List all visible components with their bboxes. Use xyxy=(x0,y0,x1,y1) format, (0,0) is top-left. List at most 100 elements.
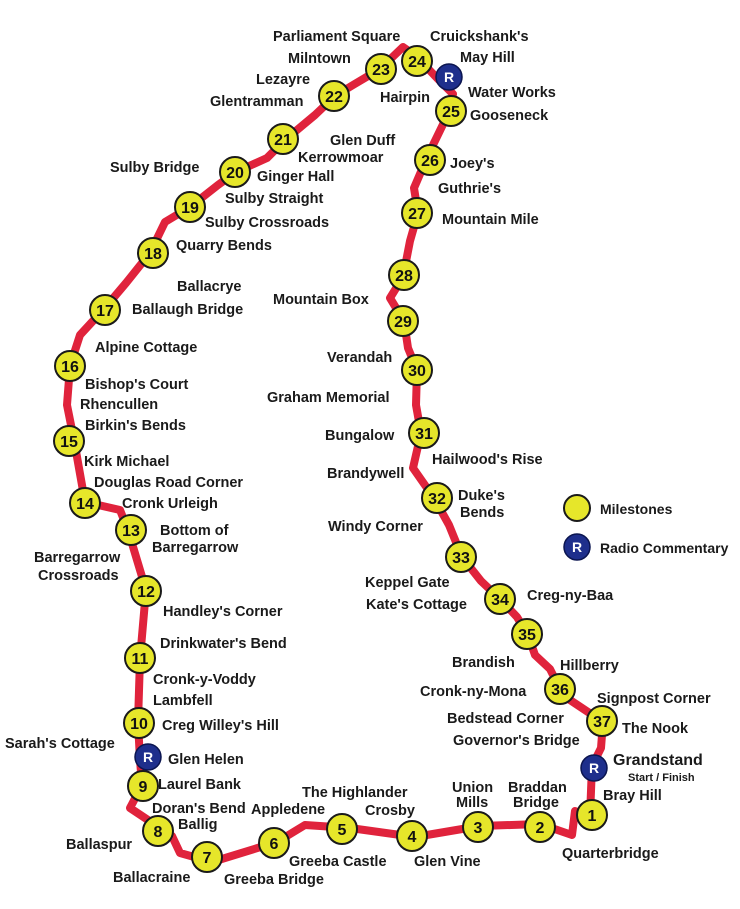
milestone-28: 28 xyxy=(388,259,420,291)
place-label: Governor's Bridge xyxy=(453,733,580,749)
milestone-number: 3 xyxy=(474,820,483,837)
radio-marker: R xyxy=(134,743,162,771)
place-label: Brandish xyxy=(452,655,515,671)
milestone-marker xyxy=(267,123,299,155)
milestone-marker xyxy=(435,95,467,127)
milestone-17: 17 xyxy=(89,294,121,326)
milestone-marker xyxy=(124,642,156,674)
milestone-36: 36 xyxy=(544,673,576,705)
place-label: Sulby Bridge xyxy=(110,160,199,176)
milestone-number: 7 xyxy=(203,850,212,867)
place-label: Douglas Road Corner xyxy=(94,475,243,491)
milestone-number: 32 xyxy=(428,491,446,508)
milestone-number: 21 xyxy=(274,132,292,149)
place-label: The Highlander xyxy=(302,785,408,801)
milestone-number: 33 xyxy=(452,550,470,567)
place-label: Doran's Bend xyxy=(152,801,246,817)
milestone-number: 30 xyxy=(408,363,426,380)
milestone-14: 14 xyxy=(69,487,101,519)
milestone-18: 18 xyxy=(137,237,169,269)
place-label: Quarry Bends xyxy=(176,238,272,254)
milestone-marker xyxy=(401,197,433,229)
milestone-number: 37 xyxy=(593,714,611,731)
milestone-marker xyxy=(524,811,556,843)
milestone-26: 26 xyxy=(414,144,446,176)
place-label: Bray Hill xyxy=(603,788,662,804)
milestone-16: 16 xyxy=(54,350,86,382)
place-label: Handley's Corner xyxy=(163,604,283,620)
place-label: Guthrie's xyxy=(438,181,501,197)
radio-icon xyxy=(580,754,608,782)
milestone-number: 23 xyxy=(372,62,390,79)
milestone-marker xyxy=(326,813,358,845)
milestone-6: 6 xyxy=(258,827,290,859)
milestone-number: 29 xyxy=(394,314,412,331)
milestone-marker xyxy=(511,618,543,650)
place-label: Mountain Box xyxy=(273,292,369,308)
place-label: Keppel Gate xyxy=(365,575,450,591)
milestone-number: 24 xyxy=(408,54,426,71)
milestone-marker xyxy=(586,705,618,737)
milestone-7: 7 xyxy=(191,841,223,873)
milestone-27: 27 xyxy=(401,197,433,229)
milestone-number: 4 xyxy=(408,829,417,846)
milestone-marker xyxy=(462,811,494,843)
milestone-marker xyxy=(365,53,397,85)
legend-milestone-icon xyxy=(563,494,591,522)
milestone-number: 25 xyxy=(442,104,460,121)
place-label: Joey's xyxy=(450,156,495,172)
place-label: Ginger Hall xyxy=(257,169,334,185)
milestone-number: 27 xyxy=(408,206,426,223)
place-label: Barregarrow xyxy=(152,540,239,556)
milestone-13: 13 xyxy=(115,514,147,546)
milestone-number: 28 xyxy=(395,268,413,285)
milestone-20: 20 xyxy=(219,156,251,188)
milestone-5: 5 xyxy=(326,813,358,845)
milestone-marker xyxy=(115,514,147,546)
place-label: Duke's xyxy=(458,488,505,504)
milestone-marker xyxy=(258,827,290,859)
place-label: Glen Helen xyxy=(168,752,244,768)
place-label: Cronk Urleigh xyxy=(122,496,218,512)
milestone-31: 31 xyxy=(408,417,440,449)
milestone-number: 20 xyxy=(226,165,244,182)
milestone-marker xyxy=(576,799,608,831)
place-label: Sarah's Cottage xyxy=(5,736,115,752)
legend-radio-label: Radio Commentary xyxy=(600,540,729,556)
milestone-3: 3 xyxy=(462,811,494,843)
place-label: Bedstead Corner xyxy=(447,711,564,727)
milestone-number: 14 xyxy=(76,496,94,513)
place-label: Ballacraine xyxy=(113,870,190,886)
milestone-number: 36 xyxy=(551,682,569,699)
place-label: Creg Willey's Hill xyxy=(162,718,279,734)
place-label: Ballacrye xyxy=(177,279,242,295)
place-label: Kate's Cottage xyxy=(366,597,467,613)
milestone-23: 23 xyxy=(365,53,397,85)
milestone-number: 1 xyxy=(588,808,597,825)
place-label: Crossroads xyxy=(38,568,119,584)
place-label: Bottom of xyxy=(160,523,229,539)
place-label: Mills xyxy=(456,795,488,811)
place-label: Hailwood's Rise xyxy=(432,452,543,468)
milestone-10: 10 xyxy=(123,707,155,739)
place-label: Glen Duff xyxy=(330,133,395,149)
milestone-12: 12 xyxy=(130,575,162,607)
milestone-marker xyxy=(123,707,155,739)
place-label: Gooseneck xyxy=(470,108,549,124)
milestone-marker xyxy=(191,841,223,873)
milestone-number: 2 xyxy=(536,820,545,837)
milestone-marker xyxy=(421,482,453,514)
milestone-number: 17 xyxy=(96,303,114,320)
milestone-number: 35 xyxy=(518,627,536,644)
place-label: Bridge xyxy=(513,795,559,811)
milestone-9: 9 xyxy=(127,770,159,802)
place-label: Brandywell xyxy=(327,466,404,482)
milestone-number: 12 xyxy=(137,584,155,601)
place-label: Lezayre xyxy=(256,72,310,88)
milestone-34: 34 xyxy=(484,583,516,615)
place-label: Crosby xyxy=(365,803,415,819)
place-label: Verandah xyxy=(327,350,392,366)
legend-milestones-label: Milestones xyxy=(600,501,673,517)
milestone-number: 11 xyxy=(132,651,149,668)
radio-letter: R xyxy=(143,749,153,765)
